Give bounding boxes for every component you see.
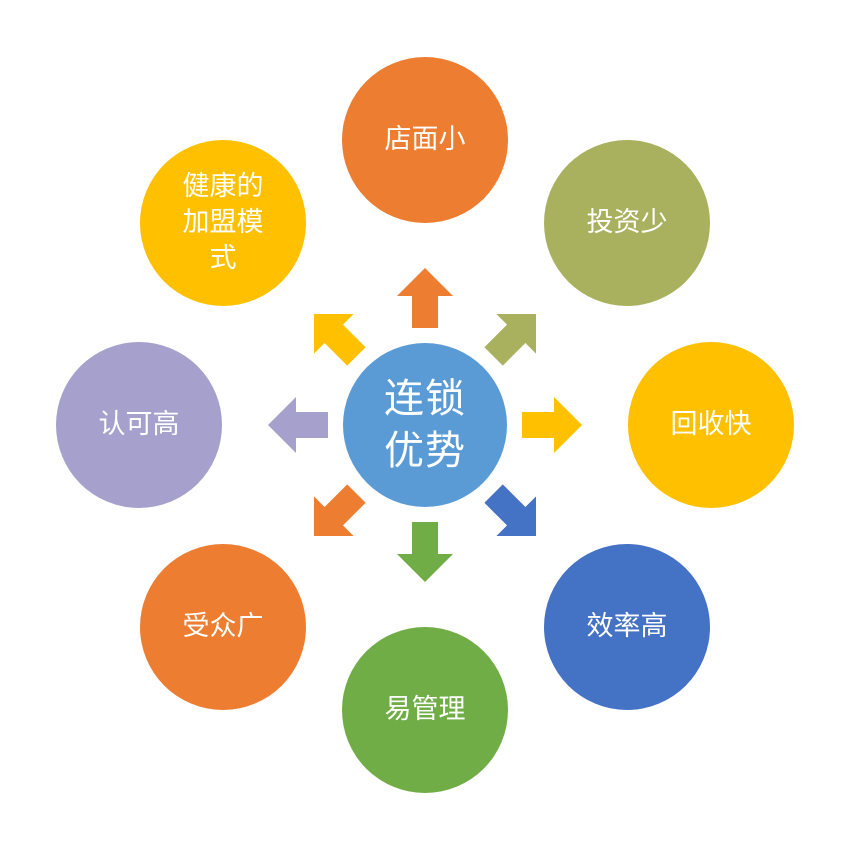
node-label-right: 回收快 <box>670 409 752 440</box>
arrow-down <box>397 522 453 582</box>
arrow-shape <box>522 397 582 453</box>
arrow-shape <box>313 313 366 366</box>
arrow-shape <box>268 397 328 453</box>
node-circle-left: 认可高 <box>56 342 222 508</box>
node-circle-bottom-right: 效率高 <box>544 544 710 710</box>
node-circle-top-right: 投资少 <box>544 140 710 306</box>
node-circle-right: 回收快 <box>628 342 794 508</box>
arrow-shape <box>397 522 453 582</box>
node-label-top-left: 健康的 加盟模 式 <box>182 171 264 274</box>
node-label-bottom-left: 受众广 <box>182 611 264 642</box>
node-label-top-right: 投资少 <box>586 207 668 238</box>
arrow-up-left <box>313 313 366 366</box>
node-circle-top-left: 健康的 加盟模 式 <box>140 140 306 306</box>
arrow-right <box>522 397 582 453</box>
node-label-bottom-right: 效率高 <box>586 611 668 642</box>
arrow-up <box>397 268 453 328</box>
arrow-shape <box>484 313 537 366</box>
arrow-shape <box>484 484 537 537</box>
arrow-shape <box>313 484 366 537</box>
node-label-bottom: 易管理 <box>384 694 466 725</box>
node-label-top: 店面小 <box>384 124 466 155</box>
node-label-left: 认可高 <box>98 409 180 440</box>
arrow-down-left <box>313 484 366 537</box>
node-circle-bottom-left: 受众广 <box>140 544 306 710</box>
arrow-shape <box>397 268 453 328</box>
center-label: 连锁 优势 <box>384 376 466 474</box>
arrow-up-right <box>484 313 537 366</box>
arrow-down-right <box>484 484 537 537</box>
center-circle: 连锁 优势 <box>343 343 507 507</box>
node-circle-bottom: 易管理 <box>342 627 508 793</box>
node-circle-top: 店面小 <box>342 57 508 223</box>
arrow-left <box>268 397 328 453</box>
